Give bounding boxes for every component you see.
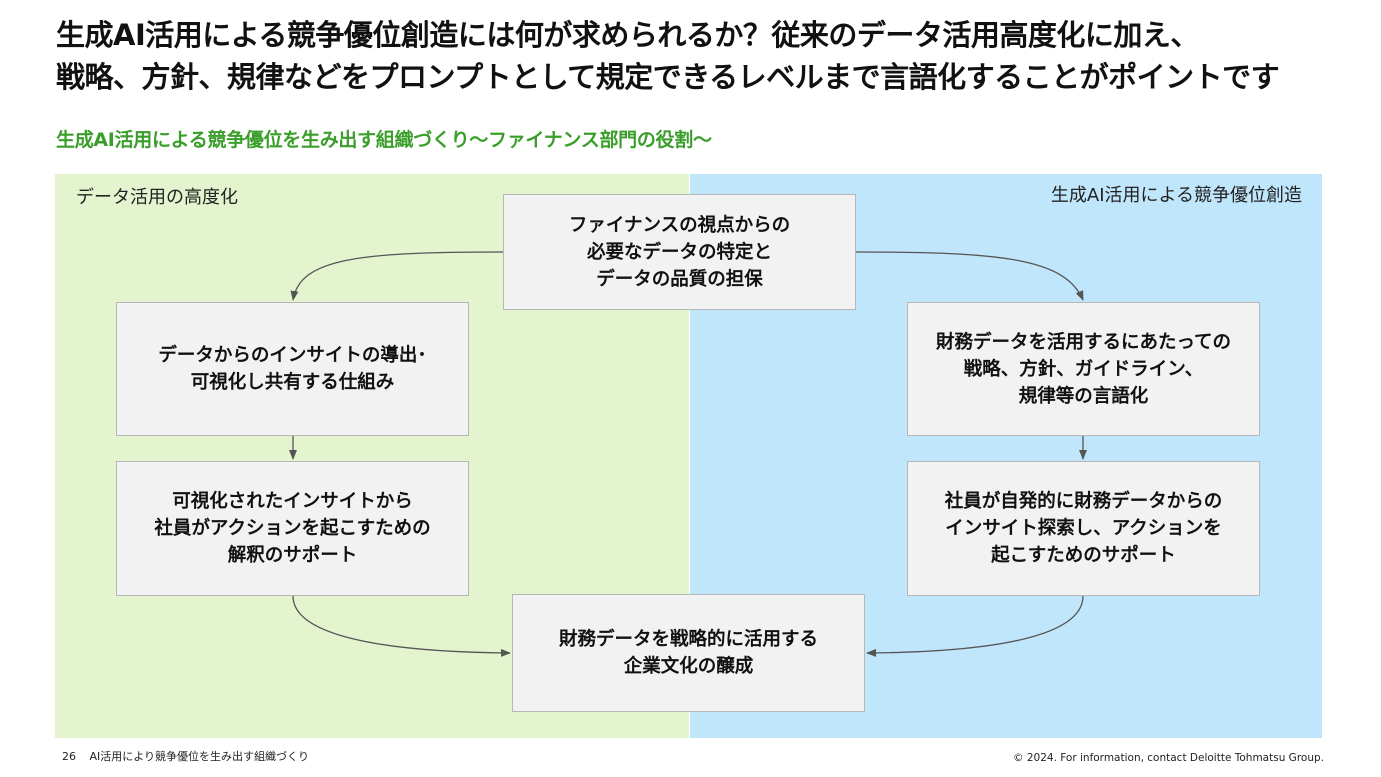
box-self-driven-exploration: 社員が自発的に財務データからの インサイト探索し、アクションを 起こすためのサポ… — [907, 461, 1260, 596]
document-title: AI活用により競争優位を生み出す組織づくり — [89, 750, 310, 763]
diagram-subtitle: 生成AI活用による競争優位を生み出す組織づくり〜ファイナンス部門の役割〜 — [56, 129, 712, 151]
box-line: 戦略、方針、ガイドライン、 — [963, 358, 1204, 380]
panel-label-data-utilization: データ活用の高度化 — [76, 187, 238, 208]
footer-left: 26 AI活用により競争優位を生み出す組織づくり — [62, 750, 309, 764]
box-interpretation-support: 可視化されたインサイトから 社員がアクションを起こすための 解釈のサポート — [116, 461, 469, 596]
box-line: 財務データを戦略的に活用する — [558, 629, 818, 650]
page-headline: 生成AI活用による競争優位創造には何が求められるか？従来のデータ活用高度化に加え… — [56, 14, 1356, 98]
headline-line-1: 生成AI活用による競争優位創造には何が求められるか？従来のデータ活用高度化に加え… — [56, 18, 1199, 52]
box-line: 財務データを活用するにあたっての — [935, 331, 1232, 353]
box-line: 起こすためのサポート — [991, 545, 1176, 566]
box-line: データの品質の担保 — [596, 268, 763, 290]
box-line: 企業文化の醸成 — [623, 656, 754, 677]
box-line: インサイト探索し、アクションを — [945, 518, 1222, 539]
page-number: 26 — [62, 750, 76, 763]
box-strategy-verbalization: 財務データを活用するにあたっての 戦略、方針、ガイドライン、 規律等の言語化 — [907, 302, 1260, 436]
box-line: データからのインサイトの導出･ — [158, 345, 427, 366]
panel-label-genai-advantage: 生成AI活用による競争優位創造 — [1050, 185, 1302, 206]
box-line: 規律等の言語化 — [1018, 385, 1149, 407]
box-line: 社員が自発的に財務データからの — [944, 491, 1223, 512]
box-line: 可視化されたインサイトから — [172, 491, 413, 512]
box-insight-visualization: データからのインサイトの導出･ 可視化し共有する仕組み — [116, 302, 469, 436]
headline-line-2: 戦略、方針、規律などをプロンプトとして規定できるレベルまで言語化することがポイン… — [56, 60, 1280, 94]
box-line: ファイナンスの視点からの — [568, 214, 791, 236]
box-line: 社員がアクションを起こすための — [154, 518, 431, 539]
box-line: 必要なデータの特定と — [586, 241, 772, 263]
box-data-driven-culture: 財務データを戦略的に活用する 企業文化の醸成 — [512, 594, 865, 712]
box-line: 解釈のサポート — [227, 545, 358, 566]
box-data-identification-quality: ファイナンスの視点からの 必要なデータの特定と データの品質の担保 — [503, 194, 856, 310]
footer-copyright: © 2024. For information, contact Deloitt… — [1013, 752, 1324, 764]
box-line: 可視化し共有する仕組み — [190, 372, 395, 393]
